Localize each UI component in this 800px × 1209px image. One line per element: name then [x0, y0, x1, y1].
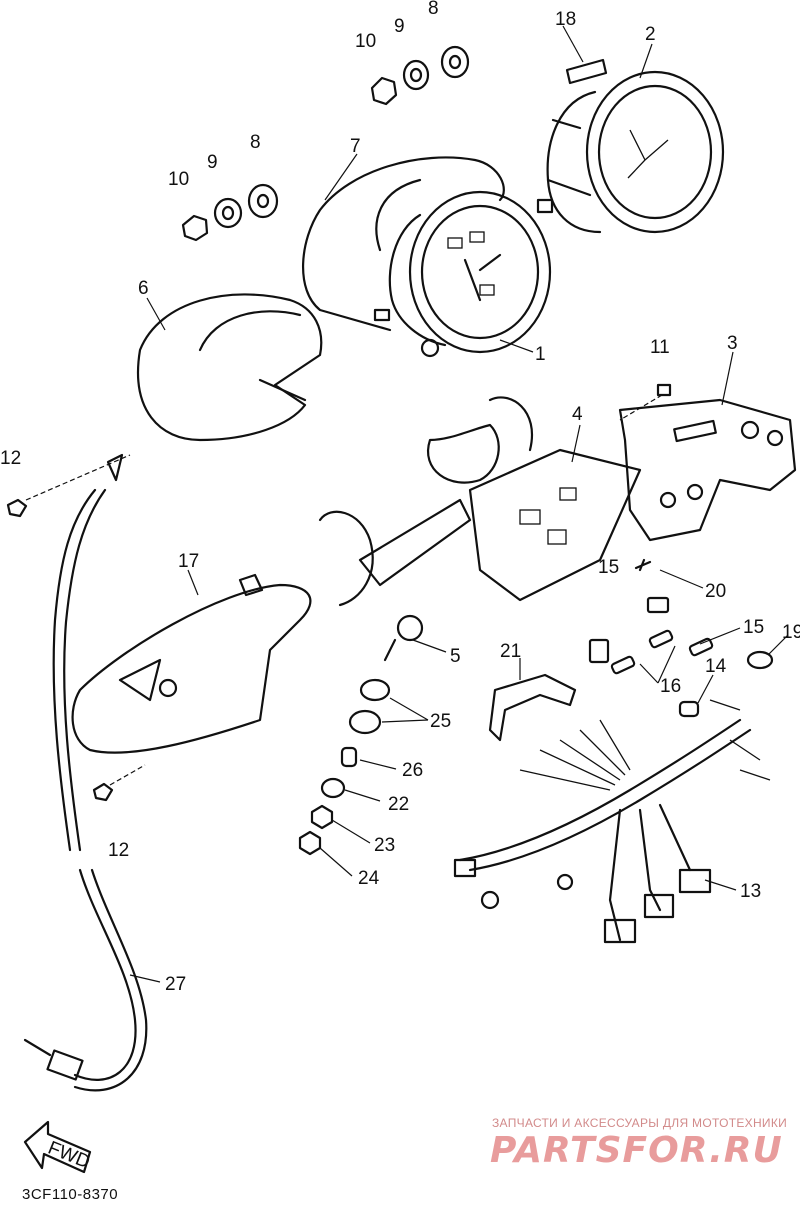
hardware-lower-set — [181, 183, 279, 242]
bulbs-and-sockets — [588, 558, 774, 718]
callout-22: 22 — [388, 794, 409, 815]
part-12-screw-upper — [6, 454, 131, 518]
callout-15-lower: 15 — [743, 617, 764, 638]
part-3-bracket — [618, 398, 797, 542]
callout-3: 3 — [727, 333, 738, 354]
part-6-meter-housing — [137, 293, 323, 442]
callout-8-lower: 8 — [250, 132, 261, 153]
callout-17: 17 — [178, 551, 199, 572]
part-21-clip — [488, 673, 577, 742]
callout-1: 1 — [535, 344, 546, 365]
callout-27: 27 — [165, 974, 186, 995]
part-17-lower-cover — [71, 573, 312, 754]
callout-20: 20 — [705, 581, 726, 602]
callout-14: 14 — [705, 656, 727, 677]
callout-8-top: 8 — [428, 0, 439, 19]
callout-11: 11 — [650, 337, 670, 358]
watermark-logo: PARTSFOR.RU — [490, 1130, 783, 1171]
fwd-arrow-icon: FWD — [23, 1120, 93, 1173]
callout-4: 4 — [572, 404, 583, 425]
part-7-meter-cover — [301, 156, 505, 332]
watermark-tagline: ЗАПЧАСТИ И АКСЕССУАРЫ ДЛЯ МОТОТЕХНИКИ — [492, 1116, 788, 1130]
callout-16: 16 — [660, 676, 681, 697]
part-1-speedometer — [373, 190, 552, 358]
callout-9-lower: 9 — [207, 152, 218, 173]
hardware-top-set — [370, 45, 470, 106]
callout-15-upper: 15 — [598, 557, 619, 578]
callout-18: 18 — [555, 9, 576, 30]
callout-10-lower: 10 — [168, 169, 189, 190]
callout-5: 5 — [450, 646, 461, 667]
callout-9-top: 9 — [394, 16, 405, 37]
callout-25: 25 — [430, 711, 451, 732]
part-18-strip — [565, 58, 608, 85]
part-27-cable — [23, 453, 148, 1092]
part-5-lower-stay — [318, 498, 472, 662]
part-11-bolt — [619, 383, 672, 421]
leader-lines — [129, 25, 789, 983]
part-13-wire-harness — [453, 699, 771, 944]
callout-2: 2 — [645, 24, 656, 45]
drawing-code: 3CF110-8370 — [22, 1186, 119, 1203]
callout-23: 23 — [374, 835, 395, 856]
part-2-tachometer — [536, 70, 725, 234]
callout-numbers: 2 18 8 9 10 7 8 9 10 6 1 11 3 4 12 17 5 … — [0, 0, 800, 995]
part-4-stay — [427, 396, 642, 602]
callout-19: 19 — [782, 622, 800, 643]
callout-24: 24 — [358, 868, 380, 889]
callout-7: 7 — [350, 136, 361, 157]
part-12-screw-lower — [92, 764, 146, 802]
callout-10-top: 10 — [355, 31, 376, 52]
callout-13: 13 — [740, 881, 761, 902]
callout-6: 6 — [138, 278, 149, 299]
callout-21: 21 — [500, 641, 521, 662]
callout-12-lower: 12 — [108, 840, 129, 861]
callout-26: 26 — [402, 760, 423, 781]
callout-12-upper: 12 — [0, 448, 21, 469]
